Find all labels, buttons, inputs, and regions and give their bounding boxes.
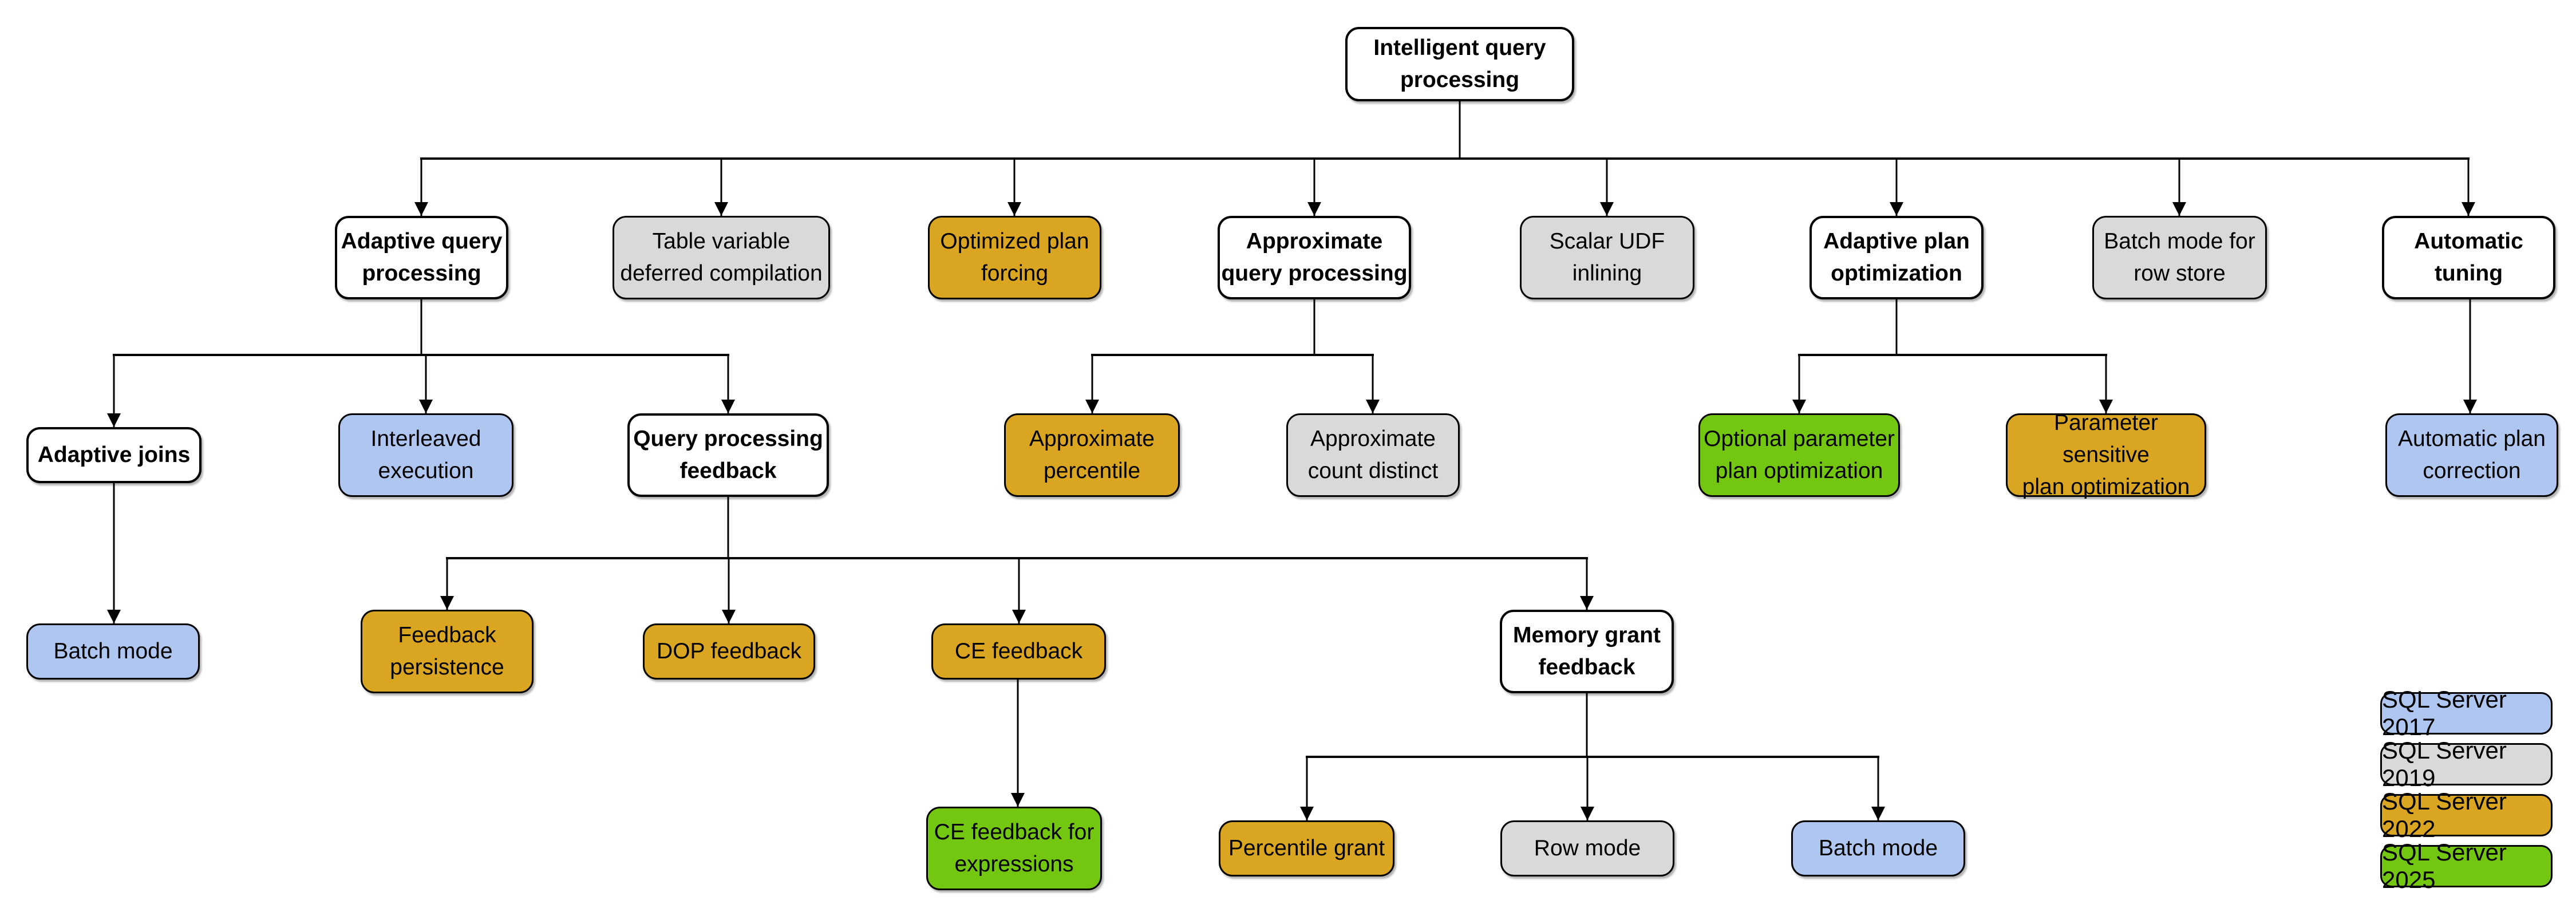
diagram-node: Intelligent query processing [1345, 27, 1574, 101]
diagram-node: Approximate count distinct [1286, 413, 1460, 497]
legend-item: SQL Server 2022 [2380, 788, 2553, 842]
diagram-node: Optional parameter plan optimization [1698, 413, 1900, 497]
diagram-node: DOP feedback [643, 623, 815, 680]
legend-item: SQL Server 2019 [2380, 737, 2553, 791]
diagram-node: Percentile grant [1219, 820, 1394, 876]
diagram-node: Scalar UDF inlining [1520, 216, 1694, 299]
diagram-node: Approximate percentile [1004, 413, 1180, 497]
diagram-node: Memory grant feedback [1500, 610, 1674, 693]
diagram-node: Adaptive joins [26, 427, 202, 483]
diagram-node: Feedback persistence [361, 610, 534, 693]
diagram-node: Adaptive query processing [335, 216, 508, 299]
diagram-node: Automatic plan correction [2385, 413, 2558, 497]
diagram-node: Batch mode [26, 623, 200, 680]
diagram-node: Batch mode [1791, 820, 1965, 876]
diagram-node: Interleaved execution [338, 413, 513, 497]
diagram-node: Optimized plan forcing [928, 216, 1101, 299]
diagram-node: CE feedback for expressions [926, 807, 1102, 890]
diagram-node: Adaptive plan optimization [1809, 216, 1984, 299]
legend-item: SQL Server 2025 [2380, 839, 2553, 893]
diagram-node: Automatic tuning [2382, 216, 2555, 299]
diagram-node: Query processing feedback [627, 413, 829, 497]
diagram-node: Row mode [1500, 820, 1674, 876]
diagram-node: Table variable deferred compilation [613, 216, 830, 299]
diagram-node: Parameter sensitive plan optimization [2006, 410, 2206, 499]
diagram-node: Batch mode for row store [2092, 216, 2267, 299]
legend-item: SQL Server 2017 [2380, 686, 2553, 740]
diagram-node: Approximate query processing [1218, 216, 1411, 299]
diagram-node: CE feedback [931, 623, 1106, 680]
